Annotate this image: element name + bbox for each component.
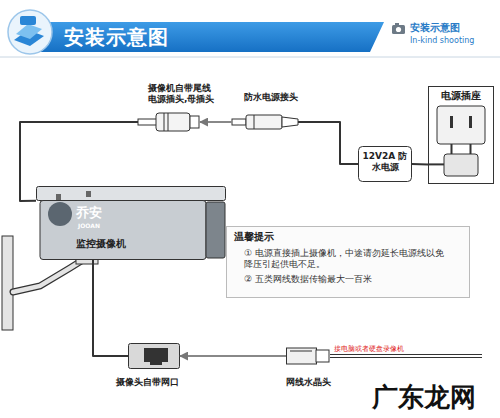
direction-arrow xyxy=(180,355,286,357)
node-text: ① 电源直接插上摄像机，中途请勿延长电源线以免降压引起供电不足。 xyxy=(244,248,444,270)
camera-shape xyxy=(36,186,226,260)
camera-icon xyxy=(392,23,405,34)
rj45-port-node: 摄像头自带网口 xyxy=(128,343,180,369)
node-text: 摄像机自带尾线 电源插头,母插头 xyxy=(148,83,222,105)
node-text: 温馨提示 xyxy=(234,231,274,243)
header-band xyxy=(30,22,384,52)
rj45-port-shape xyxy=(128,343,180,369)
diagram-title: 安装示意图 xyxy=(64,25,169,49)
cable-connector xyxy=(298,122,358,164)
node-text: 网线水晶头 xyxy=(286,377,331,388)
power-adapter-node: 12V2A 防水电源 xyxy=(358,146,412,182)
cable-connector xyxy=(412,163,428,165)
node-text: 防水电源接头 xyxy=(244,92,324,103)
dc-plug-shape xyxy=(232,114,298,130)
logo-icon xyxy=(8,10,52,54)
power-socket-node: 电源插座 xyxy=(428,86,494,184)
node-text: 电源插座 xyxy=(428,90,494,102)
rj45-plug-node: 网线水晶头 xyxy=(286,346,330,366)
cable-connector xyxy=(93,260,128,356)
watermark: 广东龙网 xyxy=(372,382,476,413)
direction-arrow xyxy=(200,121,232,123)
node-text: 12V2A 防水电源 xyxy=(360,151,410,173)
cable-note: 接电脑或者硬盘录像机 xyxy=(334,345,404,353)
node-text: 摄像头自带网口 xyxy=(116,377,179,388)
node-text: JOOAN xyxy=(78,222,100,229)
tip-box-node: 温馨提示 ① 电源直接插上摄像机，中途请勿延长电源线以免降压引起供电不足。 ② 五类… xyxy=(226,226,470,298)
dc-plug-node: 防水电源接头 xyxy=(232,114,298,130)
header-rule xyxy=(0,57,500,58)
header-caption: In-kind shooting xyxy=(410,36,474,46)
header-subtitle: 安装示意图 xyxy=(410,22,460,34)
dc-jack-node: 摄像机自带尾线 电源插头,母插头 xyxy=(138,112,200,132)
node-text: 监控摄像机 xyxy=(76,238,126,250)
camera-node: 乔安JOOAN 监控摄像机 xyxy=(36,186,226,260)
network-cable-tail xyxy=(330,356,482,357)
node-text: ② 五类网线数据传输最大一百米 xyxy=(244,274,464,285)
dc-jack-shape xyxy=(138,112,200,132)
node-text: 乔安 xyxy=(76,205,102,221)
rj45-plug-shape xyxy=(286,346,330,366)
